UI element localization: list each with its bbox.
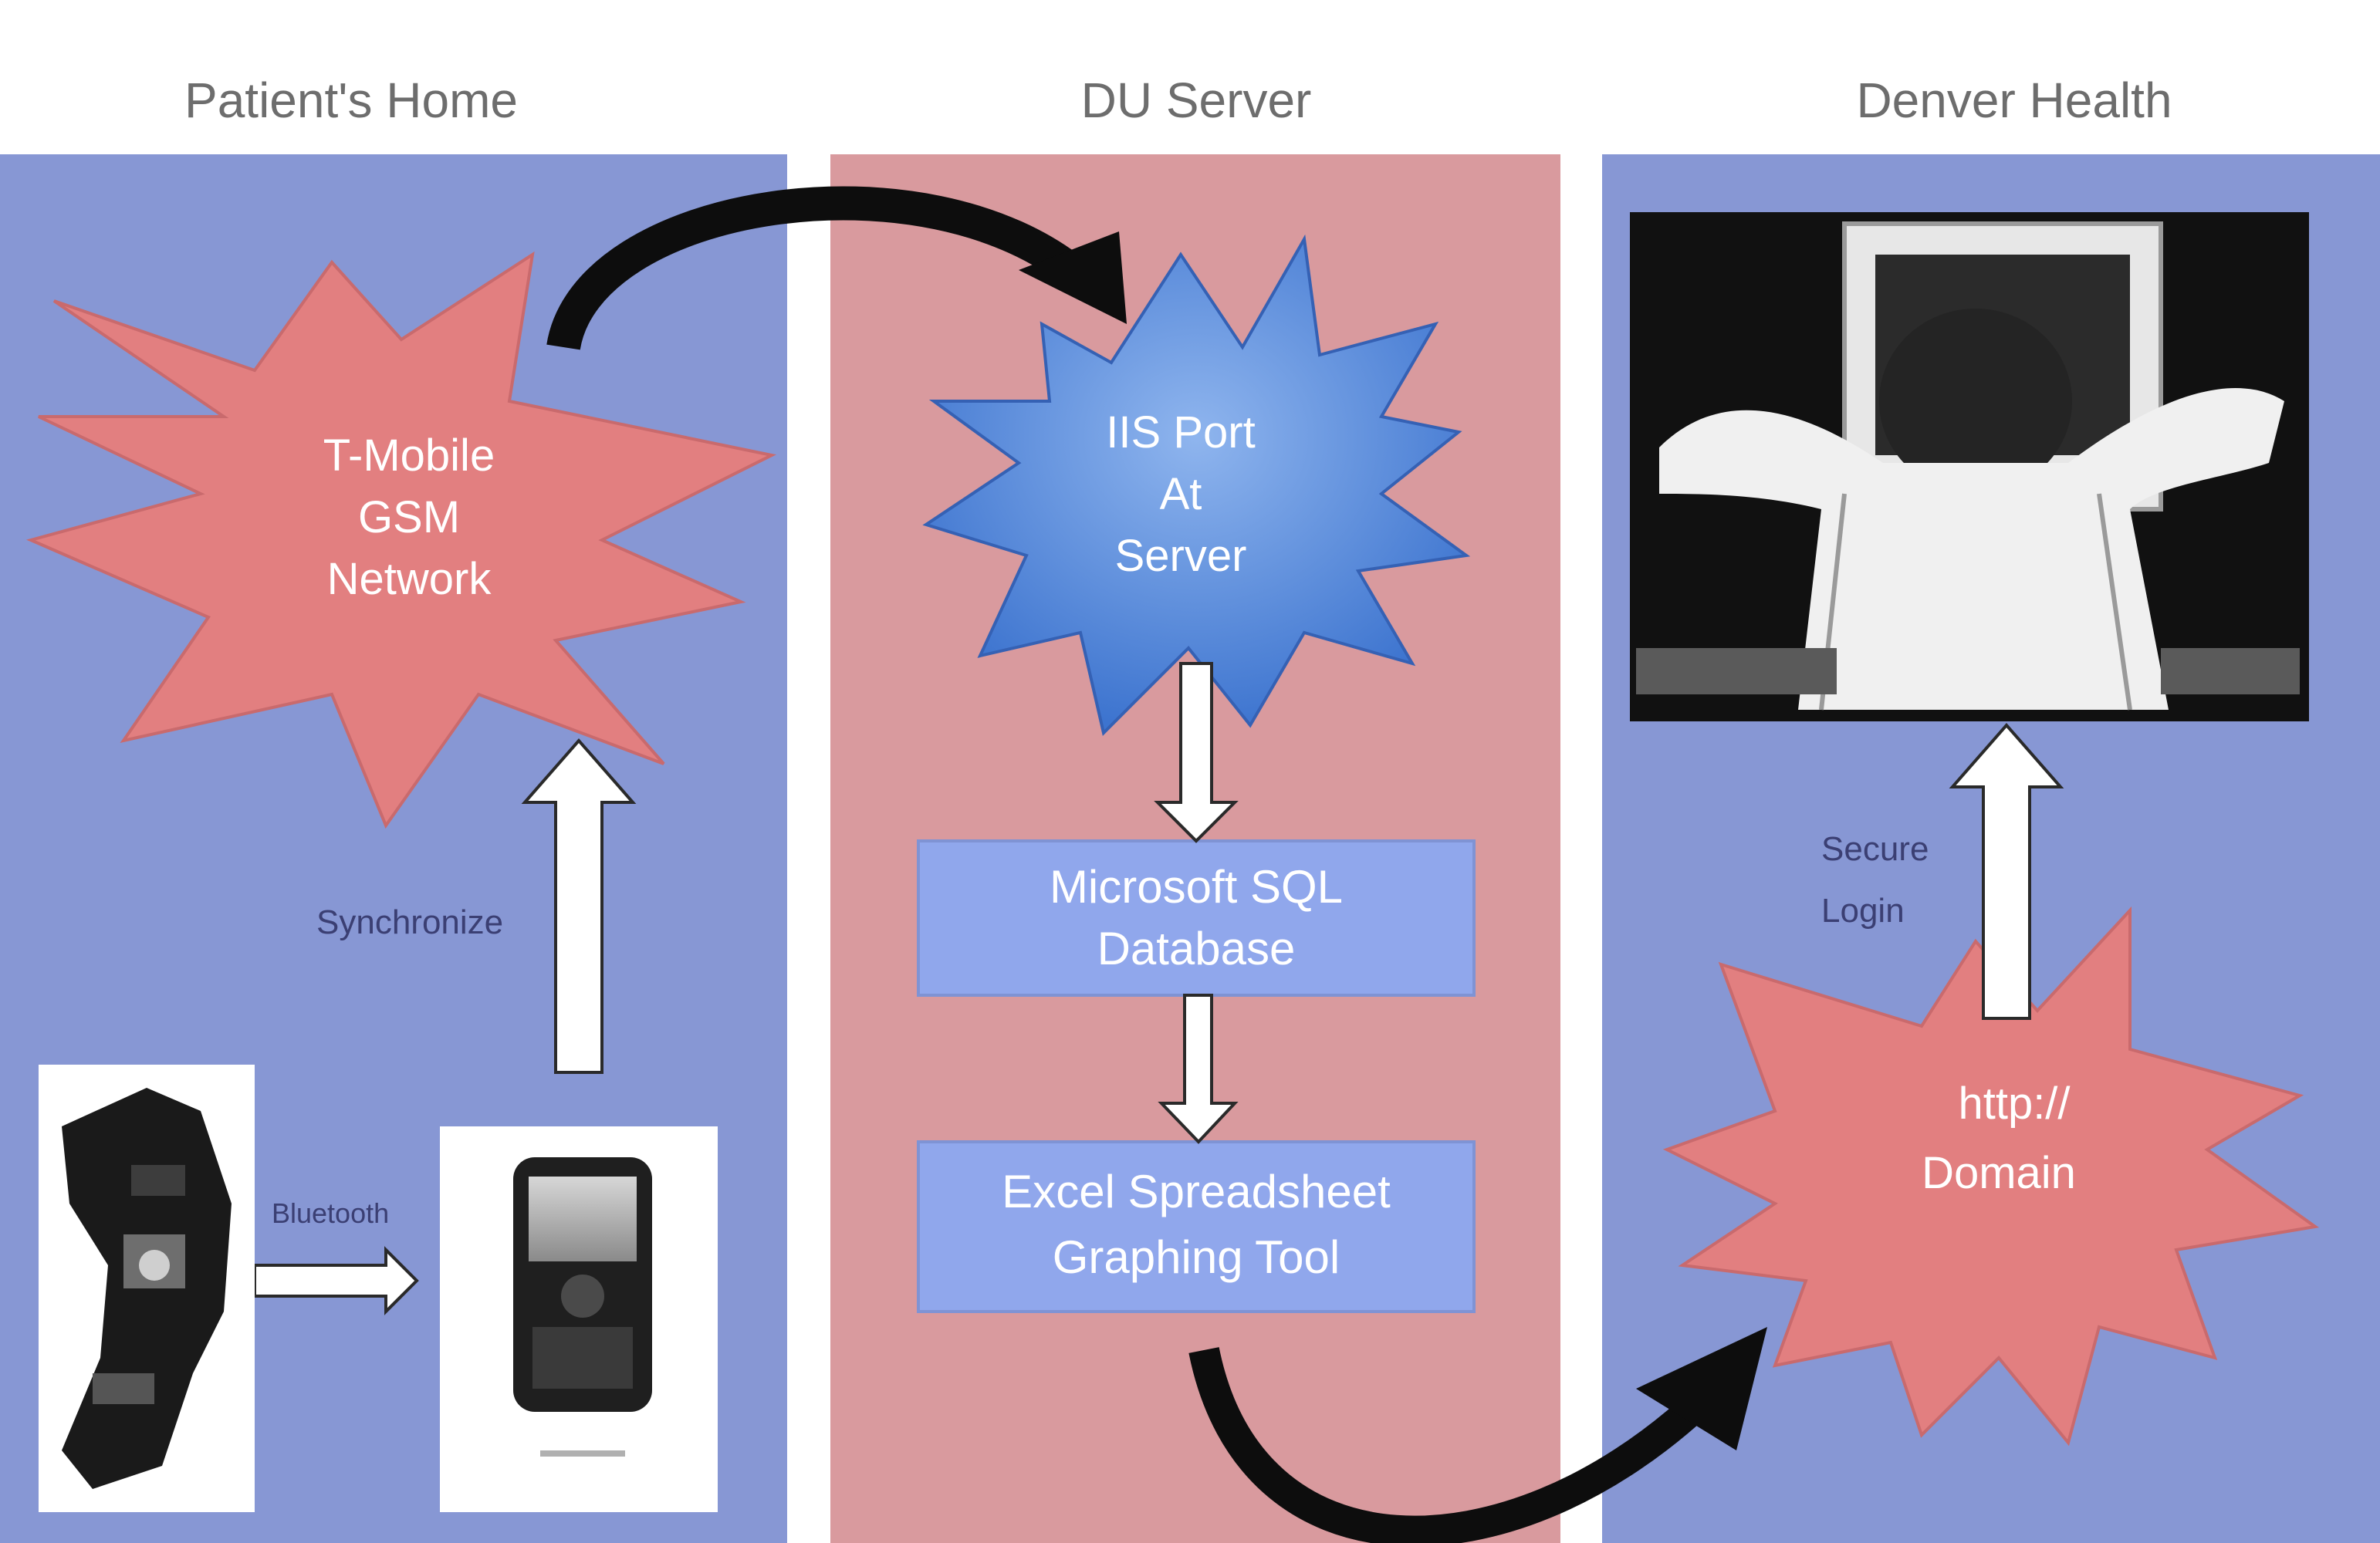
health-column-title: Denver Health — [1856, 73, 2172, 128]
synchronize-label: Synchronize — [316, 903, 503, 941]
secure-login-label-line1: Secure — [1821, 830, 1929, 868]
domain-label-line2: Domain — [1922, 1148, 2076, 1198]
iis-server-burst: IIS Port At Server — [922, 234, 1471, 736]
secure-login-label-line2: Login — [1821, 892, 1905, 930]
server-column-title: DU Server — [1081, 73, 1312, 128]
excel-to-domain-arrow — [1188, 1327, 1767, 1543]
tmobile-label-line2: GSM — [358, 492, 460, 542]
tmobile-label-line1: T-Mobile — [323, 430, 495, 481]
excel-label-line2: Graphing Tool — [1053, 1231, 1340, 1283]
excel-tool-box: Excel Spreadsheet Graphing Tool — [917, 1140, 1476, 1313]
bluetooth-label: Bluetooth — [272, 1197, 389, 1229]
excel-label-line1: Excel Spreadsheet — [1002, 1166, 1391, 1217]
iis-to-sql-arrow — [1154, 662, 1239, 843]
synchronize-arrow — [521, 738, 637, 1074]
http-domain-burst: http:// Domain — [1662, 906, 2320, 1447]
smartphone-image — [440, 1126, 718, 1512]
gsm-to-iis-arrow — [546, 186, 1127, 351]
knee-brace-image — [39, 1065, 255, 1512]
iis-label-line2: At — [1160, 469, 1202, 519]
sql-label-line2: Database — [1097, 923, 1296, 974]
iis-label-line1: IIS Port — [1106, 407, 1255, 457]
iis-label-line3: Server — [1115, 531, 1247, 581]
sql-to-excel-arrow — [1158, 994, 1239, 1144]
domain-label-line1: http:// — [1958, 1079, 2071, 1129]
sql-database-box: Microsoft SQL Database — [917, 839, 1476, 997]
sql-label-line1: Microsoft SQL — [1050, 861, 1343, 913]
tmobile-network-burst: T-Mobile GSM Network — [25, 251, 777, 829]
tmobile-label-line3: Network — [327, 554, 492, 604]
home-column-title: Patient's Home — [184, 73, 518, 128]
bluetooth-arrow — [253, 1246, 419, 1315]
person-at-computer-image — [1630, 212, 2309, 721]
domain-to-computer-arrow — [1949, 722, 2064, 1020]
